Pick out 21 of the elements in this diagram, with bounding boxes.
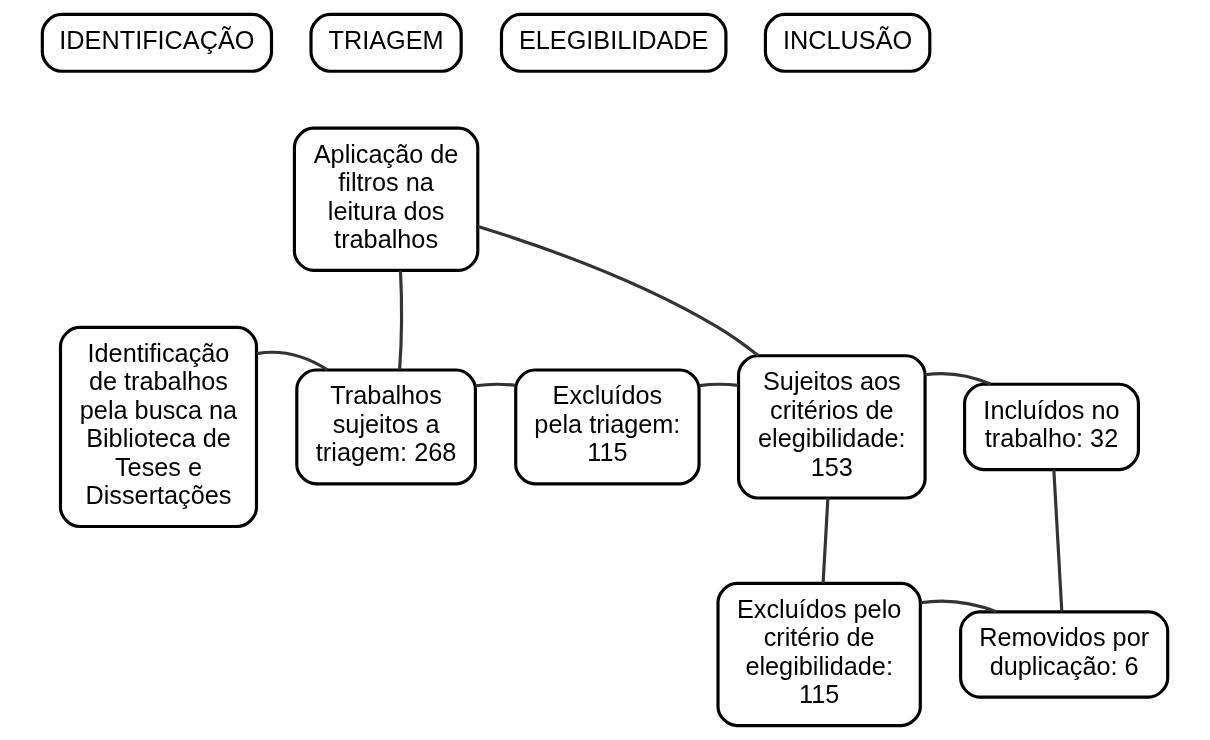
node-box: TRIAGEM: [309, 12, 463, 73]
node-box: IDENTIFICAÇÃO: [40, 12, 274, 73]
node-box: Aplicação de filtros na leitura dos trabalhos: [292, 126, 480, 272]
connector: [925, 372, 991, 386]
connector: [1052, 469, 1064, 612]
node-box: ELEGIBILIDADE: [499, 12, 728, 73]
node-box: Removidos por duplicação: 6: [959, 610, 1170, 699]
node-box: Identificação de trabalhos pela busca na Biblioteca de Teses e Dissertações: [58, 325, 259, 529]
node-box: Excluídos pelo critério de elegibilidade: 115: [716, 581, 922, 728]
connector: [821, 498, 830, 584]
node-box: INCLUSÃO: [763, 12, 932, 73]
node-box: Sujeitos aos critérios de elegibilidade: 153: [736, 354, 927, 500]
node-box: Excluídos pela triagem: 115: [514, 368, 701, 486]
connector: [398, 270, 404, 370]
connector: [475, 382, 516, 388]
node-box: Incluídos no trabalho: 32: [963, 382, 1140, 472]
connector: [477, 224, 760, 357]
connector: [256, 350, 329, 372]
connector: [699, 382, 739, 388]
node-box: Trabalhos sujeitos a triagem: 268: [295, 368, 477, 486]
connector: [920, 599, 997, 614]
